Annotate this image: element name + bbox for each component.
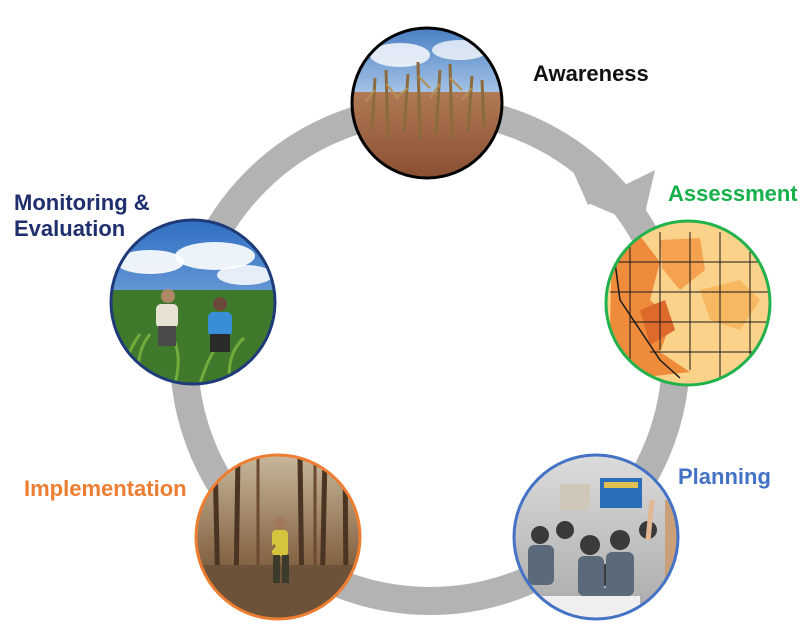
monitoring-evaluation-label: Monitoring & Evaluation bbox=[14, 190, 150, 242]
monitoring-label-line2: Evaluation bbox=[14, 216, 126, 241]
awareness-label: Awareness bbox=[533, 61, 649, 86]
implementation-photo bbox=[194, 453, 362, 621]
planning-label: Planning bbox=[678, 464, 771, 489]
assessment-label: Assessment bbox=[668, 181, 798, 206]
monitoring-photo bbox=[109, 218, 277, 386]
monitoring-label-line1: Monitoring & bbox=[14, 190, 150, 215]
planning-photo bbox=[512, 453, 680, 621]
assessment-photo bbox=[604, 219, 772, 387]
arrow-head bbox=[588, 170, 655, 226]
awareness-photo bbox=[350, 26, 504, 180]
implementation-label: Implementation bbox=[24, 476, 187, 501]
